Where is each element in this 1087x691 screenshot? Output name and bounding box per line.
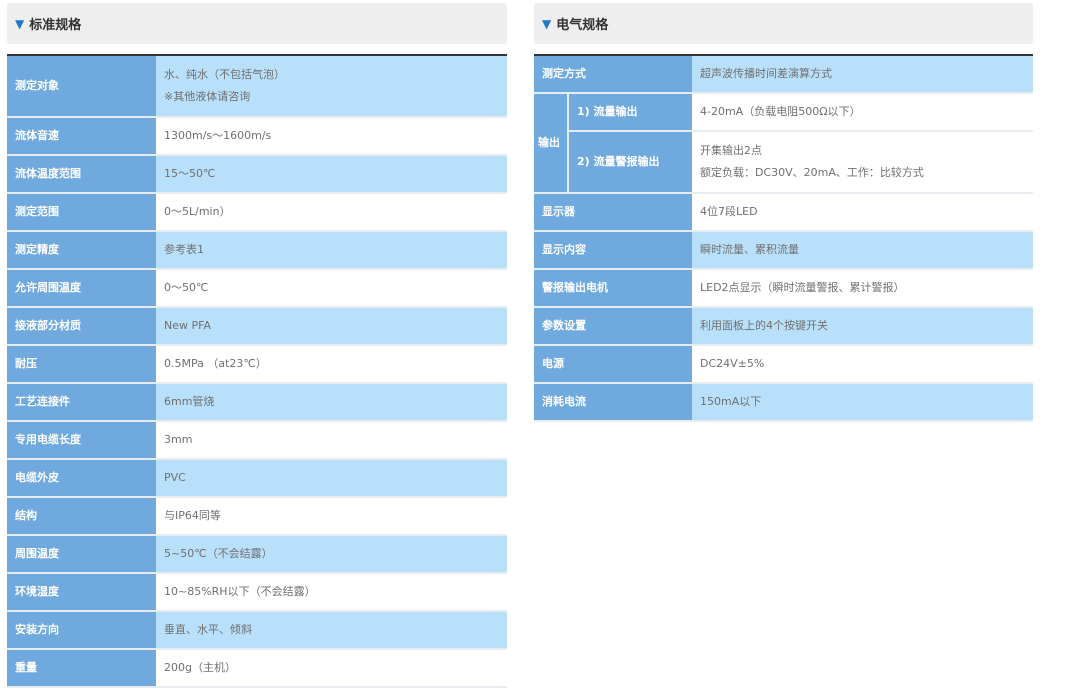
table-row: 参数设置 利用面板上的4个按键开关 bbox=[534, 307, 1033, 346]
table-row: 流体音速 1300m/s～1600m/s bbox=[7, 117, 507, 156]
row-value: 5~50℃（不会结露） bbox=[156, 535, 507, 574]
row-label: 结构 bbox=[7, 497, 156, 536]
electrical-spec-table: 测定方式 超声波传播时间差演算方式 输出 1) 流量输出 4-20mA（负载电阻… bbox=[534, 54, 1033, 422]
row-value: 水、纯水（不包括气泡） ※其他液体请咨询 bbox=[156, 55, 507, 118]
row-value: 15～50℃ bbox=[156, 155, 507, 194]
table-row: 测定精度 参考表1 bbox=[7, 231, 507, 270]
row-value: 4位7段LED bbox=[692, 193, 1033, 232]
table-row: 测定方式 超声波传播时间差演算方式 bbox=[534, 55, 1033, 94]
row-label: 允许周围温度 bbox=[7, 269, 156, 308]
row-value: 参考表1 bbox=[156, 231, 507, 270]
table-row: 环境湿度 10~85%RH以下（不会结露） bbox=[7, 573, 507, 612]
row-label: 安装方向 bbox=[7, 611, 156, 650]
row-value: 0～50℃ bbox=[156, 269, 507, 308]
triangle-down-icon: ▼ bbox=[542, 16, 552, 31]
standard-spec-panel: ▼ 标准规格 测定对象 水、纯水（不包括气泡） ※其他液体请咨询 流体音速 13… bbox=[7, 3, 507, 688]
table-row: 2) 流量警报输出 开集输出2点 额定负载：DC30V、20mA、工作：比较方式 bbox=[534, 131, 1033, 194]
row-value: 1300m/s～1600m/s bbox=[156, 117, 507, 156]
row-label: 警报输出电机 bbox=[534, 269, 692, 308]
row-value: 与IP64同等 bbox=[156, 497, 507, 536]
table-row: 警报输出电机 LED2点显示（瞬时流量警报、累计警报） bbox=[534, 269, 1033, 308]
table-row: 测定对象 水、纯水（不包括气泡） ※其他液体请咨询 bbox=[7, 55, 507, 118]
table-row: 输出 1) 流量输出 4-20mA（负载电阻500Ω以下） bbox=[534, 93, 1033, 194]
table-row: 显示内容 瞬时流量、累积流量 bbox=[534, 231, 1033, 270]
table-row: 测定范围 0～5L/min） bbox=[7, 193, 507, 232]
row-value: LED2点显示（瞬时流量警报、累计警报） bbox=[692, 269, 1033, 308]
row-value: New PFA bbox=[156, 307, 507, 346]
row-value: 超声波传播时间差演算方式 bbox=[692, 55, 1033, 94]
row-value: 150mA以下 bbox=[692, 383, 1033, 422]
row-value: 4-20mA（负载电阻500Ω以下） bbox=[692, 93, 1033, 132]
table-row: 周围温度 5~50℃（不会结露） bbox=[7, 535, 507, 574]
row-label: 周围温度 bbox=[7, 535, 156, 574]
standard-spec-title: 标准规格 bbox=[29, 18, 82, 33]
row-label: 环境湿度 bbox=[7, 573, 156, 612]
row-label: 测定对象 bbox=[7, 55, 156, 118]
table-row: 允许周围温度 0～50℃ bbox=[7, 269, 507, 308]
electrical-spec-header: ▼ 电气规格 bbox=[534, 3, 1033, 44]
electrical-spec-title: 电气规格 bbox=[556, 18, 609, 33]
row-label: 电源 bbox=[534, 345, 692, 384]
row-label: 专用电缆长度 bbox=[7, 421, 156, 460]
row-label: 流体音速 bbox=[7, 117, 156, 156]
row-value: 瞬时流量、累积流量 bbox=[692, 231, 1033, 270]
table-row: 重量 200g（主机） bbox=[7, 649, 507, 688]
row-sublabel: 1) 流量输出 bbox=[567, 93, 692, 132]
row-label: 测定范围 bbox=[7, 193, 156, 232]
row-value: 利用面板上的4个按键开关 bbox=[692, 307, 1033, 346]
row-value-note: ※其他液体请咨询 bbox=[164, 90, 251, 103]
table-row: 安装方向 垂直、水平、倾斜 bbox=[7, 611, 507, 650]
row-value-line: 水、纯水（不包括气泡） bbox=[164, 68, 285, 81]
table-row: 电缆外皮 PVC bbox=[7, 459, 507, 498]
row-label: 电缆外皮 bbox=[7, 459, 156, 498]
row-value: DC24V±5% bbox=[692, 345, 1033, 384]
row-value: 3mm bbox=[156, 421, 507, 460]
standard-spec-table: 测定对象 水、纯水（不包括气泡） ※其他液体请咨询 流体音速 1300m/s～1… bbox=[7, 54, 507, 688]
row-label: 显示内容 bbox=[534, 231, 692, 270]
row-label: 工艺连接件 bbox=[7, 383, 156, 422]
row-value: 0.5MPa （at23℃） bbox=[156, 345, 507, 384]
row-sublabel: 2) 流量警报输出 bbox=[567, 131, 692, 194]
row-value: 开集输出2点 额定负载：DC30V、20mA、工作：比较方式 bbox=[692, 131, 1033, 194]
row-label: 消耗电流 bbox=[534, 383, 692, 422]
row-label: 流体温度范围 bbox=[7, 155, 156, 194]
table-row: 电源 DC24V±5% bbox=[534, 345, 1033, 384]
row-value-note: 额定负载：DC30V、20mA、工作：比较方式 bbox=[700, 166, 924, 179]
row-label: 耐压 bbox=[7, 345, 156, 384]
row-label: 测定精度 bbox=[7, 231, 156, 270]
row-label: 显示器 bbox=[534, 193, 692, 232]
row-value: 垂直、水平、倾斜 bbox=[156, 611, 507, 650]
row-label: 参数设置 bbox=[534, 307, 692, 346]
output-group-label: 输出 bbox=[534, 93, 568, 194]
row-value-line: 开集输出2点 bbox=[700, 144, 762, 157]
table-row: 消耗电流 150mA以下 bbox=[534, 383, 1033, 422]
row-value: 200g（主机） bbox=[156, 649, 507, 688]
row-value: 6mm管烧 bbox=[156, 383, 507, 422]
table-row: 结构 与IP64同等 bbox=[7, 497, 507, 536]
row-value: 0～5L/min） bbox=[156, 193, 507, 232]
table-row: 流体温度范围 15～50℃ bbox=[7, 155, 507, 194]
table-row: 工艺连接件 6mm管烧 bbox=[7, 383, 507, 422]
table-row: 专用电缆长度 3mm bbox=[7, 421, 507, 460]
triangle-down-icon: ▼ bbox=[15, 16, 25, 31]
row-value: PVC bbox=[156, 459, 507, 498]
electrical-spec-panel: ▼ 电气规格 测定方式 超声波传播时间差演算方式 输出 1) 流量输出 4-20… bbox=[534, 3, 1033, 422]
row-label: 测定方式 bbox=[534, 55, 692, 94]
standard-spec-header: ▼ 标准规格 bbox=[7, 3, 507, 44]
row-label: 接液部分材质 bbox=[7, 307, 156, 346]
row-label: 重量 bbox=[7, 649, 156, 688]
table-row: 显示器 4位7段LED bbox=[534, 193, 1033, 232]
table-row: 耐压 0.5MPa （at23℃） bbox=[7, 345, 507, 384]
table-row: 接液部分材质 New PFA bbox=[7, 307, 507, 346]
row-value: 10~85%RH以下（不会结露） bbox=[156, 573, 507, 612]
